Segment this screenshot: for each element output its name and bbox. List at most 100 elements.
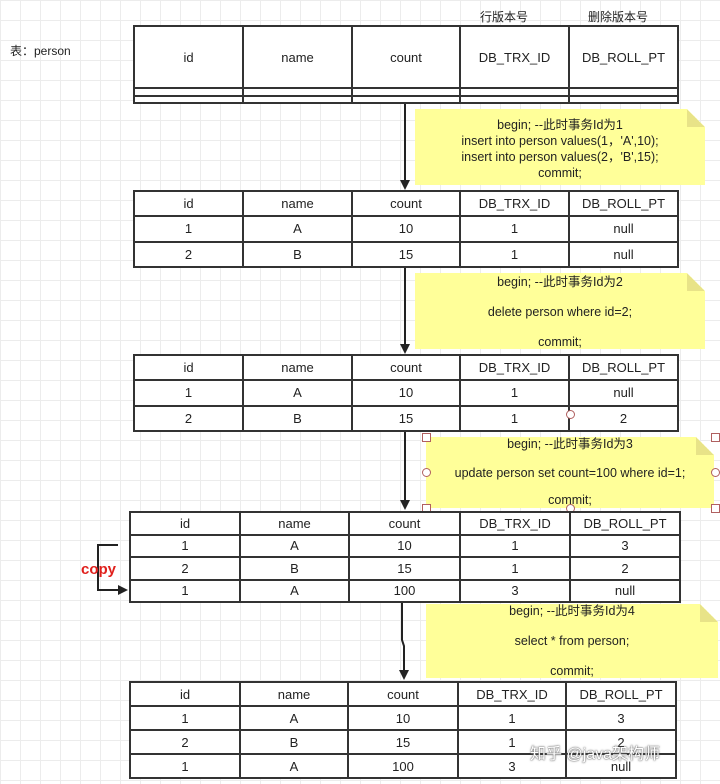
cell-roll-pt: 2 <box>568 404 679 433</box>
note-line: insert into person values(2，'B',15); <box>461 150 659 164</box>
table-row: 1 A 10 1 null <box>133 215 679 243</box>
connection-point-top[interactable] <box>566 410 575 419</box>
cell-trx-id: 1 <box>459 379 570 407</box>
cell-name: A <box>239 753 349 779</box>
note-transaction-3: begin; --此时事务Id为3 update person set coun… <box>426 437 714 508</box>
cell-trx-id <box>459 87 570 97</box>
cell-count: 10 <box>347 705 459 731</box>
cell-id: 1 <box>129 578 241 603</box>
note-transaction-4: begin; --此时事务Id为4 select * from person; … <box>426 604 718 678</box>
col-header-db-trx-id: DB_TRX_ID <box>459 353 570 382</box>
note-line: begin; --此时事务Id为3 <box>507 437 633 451</box>
person-table-after-select: id name count DB_TRX_ID DB_ROLL_PT 1 A 1… <box>129 681 677 779</box>
selection-handle-top-right[interactable] <box>711 433 720 442</box>
connection-point-right[interactable] <box>711 468 720 477</box>
cell-roll-pt: null <box>568 240 679 269</box>
table-row: 1 A 100 3 null <box>129 753 677 779</box>
table-row: 2 B 15 1 2 <box>133 404 679 433</box>
note-line <box>426 649 718 664</box>
cell-id: 1 <box>133 379 244 407</box>
cell-roll-pt <box>568 94 679 105</box>
col-header-count: count <box>348 511 461 536</box>
note-line: update person set count=100 where id=1; <box>454 466 686 480</box>
col-header-name: name <box>239 511 350 536</box>
cell-trx-id: 1 <box>459 556 571 581</box>
cell-id: 1 <box>129 533 241 558</box>
person-table-after-update: id name count DB_TRX_ID DB_ROLL_PT 1 A 1… <box>129 511 681 603</box>
note-line: commit; <box>550 664 594 678</box>
cell-name: A <box>242 215 353 243</box>
table-row: 2 B 15 1 2 <box>129 556 681 581</box>
col-header-id: id <box>129 511 241 536</box>
cell-name: A <box>239 578 350 603</box>
cell-roll-pt: 3 <box>569 533 681 558</box>
cell-count: 15 <box>348 556 461 581</box>
note-line: insert into person values(1，'A',10); <box>461 134 659 148</box>
cell-trx-id: 1 <box>457 705 567 731</box>
cell-roll-pt: 2 <box>565 729 677 755</box>
cell-count: 100 <box>347 753 459 779</box>
note-line <box>415 290 705 305</box>
cell-roll-pt: null <box>569 578 681 603</box>
table-header-row: id name count DB_TRX_ID DB_ROLL_PT <box>133 353 679 382</box>
table-name-label: 表：person <box>10 44 71 58</box>
delete-version-label: 删除版本号 <box>588 10 649 24</box>
note-line: delete person where id=2; <box>487 305 633 319</box>
table-header-row: id name count DB_TRX_ID DB_ROLL_PT <box>129 511 681 536</box>
note-transaction-2: begin; --此时事务Id为2 delete person where id… <box>415 273 705 349</box>
cell-roll-pt: null <box>568 215 679 243</box>
cell-id <box>133 94 244 105</box>
copy-label: copy <box>81 561 117 578</box>
note-line: commit; <box>538 335 582 349</box>
cell-count: 10 <box>348 533 461 558</box>
cell-name: A <box>239 533 350 558</box>
cell-trx-id: 1 <box>457 729 567 755</box>
connection-point-left[interactable] <box>422 468 431 477</box>
table-header-row: id name count DB_TRX_ID DB_ROLL_PT <box>133 24 679 90</box>
cell-roll-pt <box>568 87 679 97</box>
cell-name: B <box>242 240 353 269</box>
note-line: commit; <box>538 166 582 180</box>
cell-count: 15 <box>347 729 459 755</box>
col-header-count: count <box>351 24 461 90</box>
cell-trx-id: 3 <box>457 753 567 779</box>
cell-roll-pt: null <box>565 753 677 779</box>
table-row: 2 B 15 1 null <box>133 240 679 269</box>
cell-count <box>351 87 461 97</box>
note-line: begin; --此时事务Id为2 <box>497 275 623 289</box>
col-header-db-roll-pt: DB_ROLL_PT <box>565 681 677 707</box>
col-header-name: name <box>242 24 353 90</box>
cell-trx-id: 3 <box>459 578 571 603</box>
table-row <box>133 94 679 105</box>
cell-trx-id: 1 <box>459 533 571 558</box>
col-header-db-roll-pt: DB_ROLL_PT <box>568 189 679 218</box>
table-row: 1 A 10 1 3 <box>129 533 681 558</box>
note-line: commit; <box>548 493 592 507</box>
cell-name: B <box>242 404 353 433</box>
note-line <box>415 320 705 335</box>
person-table-after-delete: id name count DB_TRX_ID DB_ROLL_PT 1 A 1… <box>133 353 679 433</box>
note-line <box>426 619 718 634</box>
col-header-name: name <box>242 189 353 218</box>
person-table-initial: id name count DB_TRX_ID DB_ROLL_PT <box>133 24 679 105</box>
selection-handle-top-left[interactable] <box>422 433 431 442</box>
cell-id <box>133 87 244 97</box>
cell-id: 2 <box>133 240 244 269</box>
col-header-name: name <box>242 353 353 382</box>
table-row <box>133 87 679 97</box>
cell-id: 2 <box>133 404 244 433</box>
col-header-id: id <box>133 353 244 382</box>
note-line <box>426 480 714 493</box>
col-header-db-roll-pt: DB_ROLL_PT <box>569 511 681 536</box>
cell-name <box>242 87 353 97</box>
cell-name <box>242 94 353 105</box>
col-header-id: id <box>129 681 241 707</box>
cell-trx-id: 1 <box>459 404 570 433</box>
cell-count: 10 <box>351 379 461 407</box>
col-header-name: name <box>239 681 349 707</box>
selection-handle-bottom-right[interactable] <box>711 504 720 513</box>
cell-roll-pt: null <box>568 379 679 407</box>
cell-name: A <box>239 705 349 731</box>
note-line: begin; --此时事务Id为1 <box>497 118 623 132</box>
